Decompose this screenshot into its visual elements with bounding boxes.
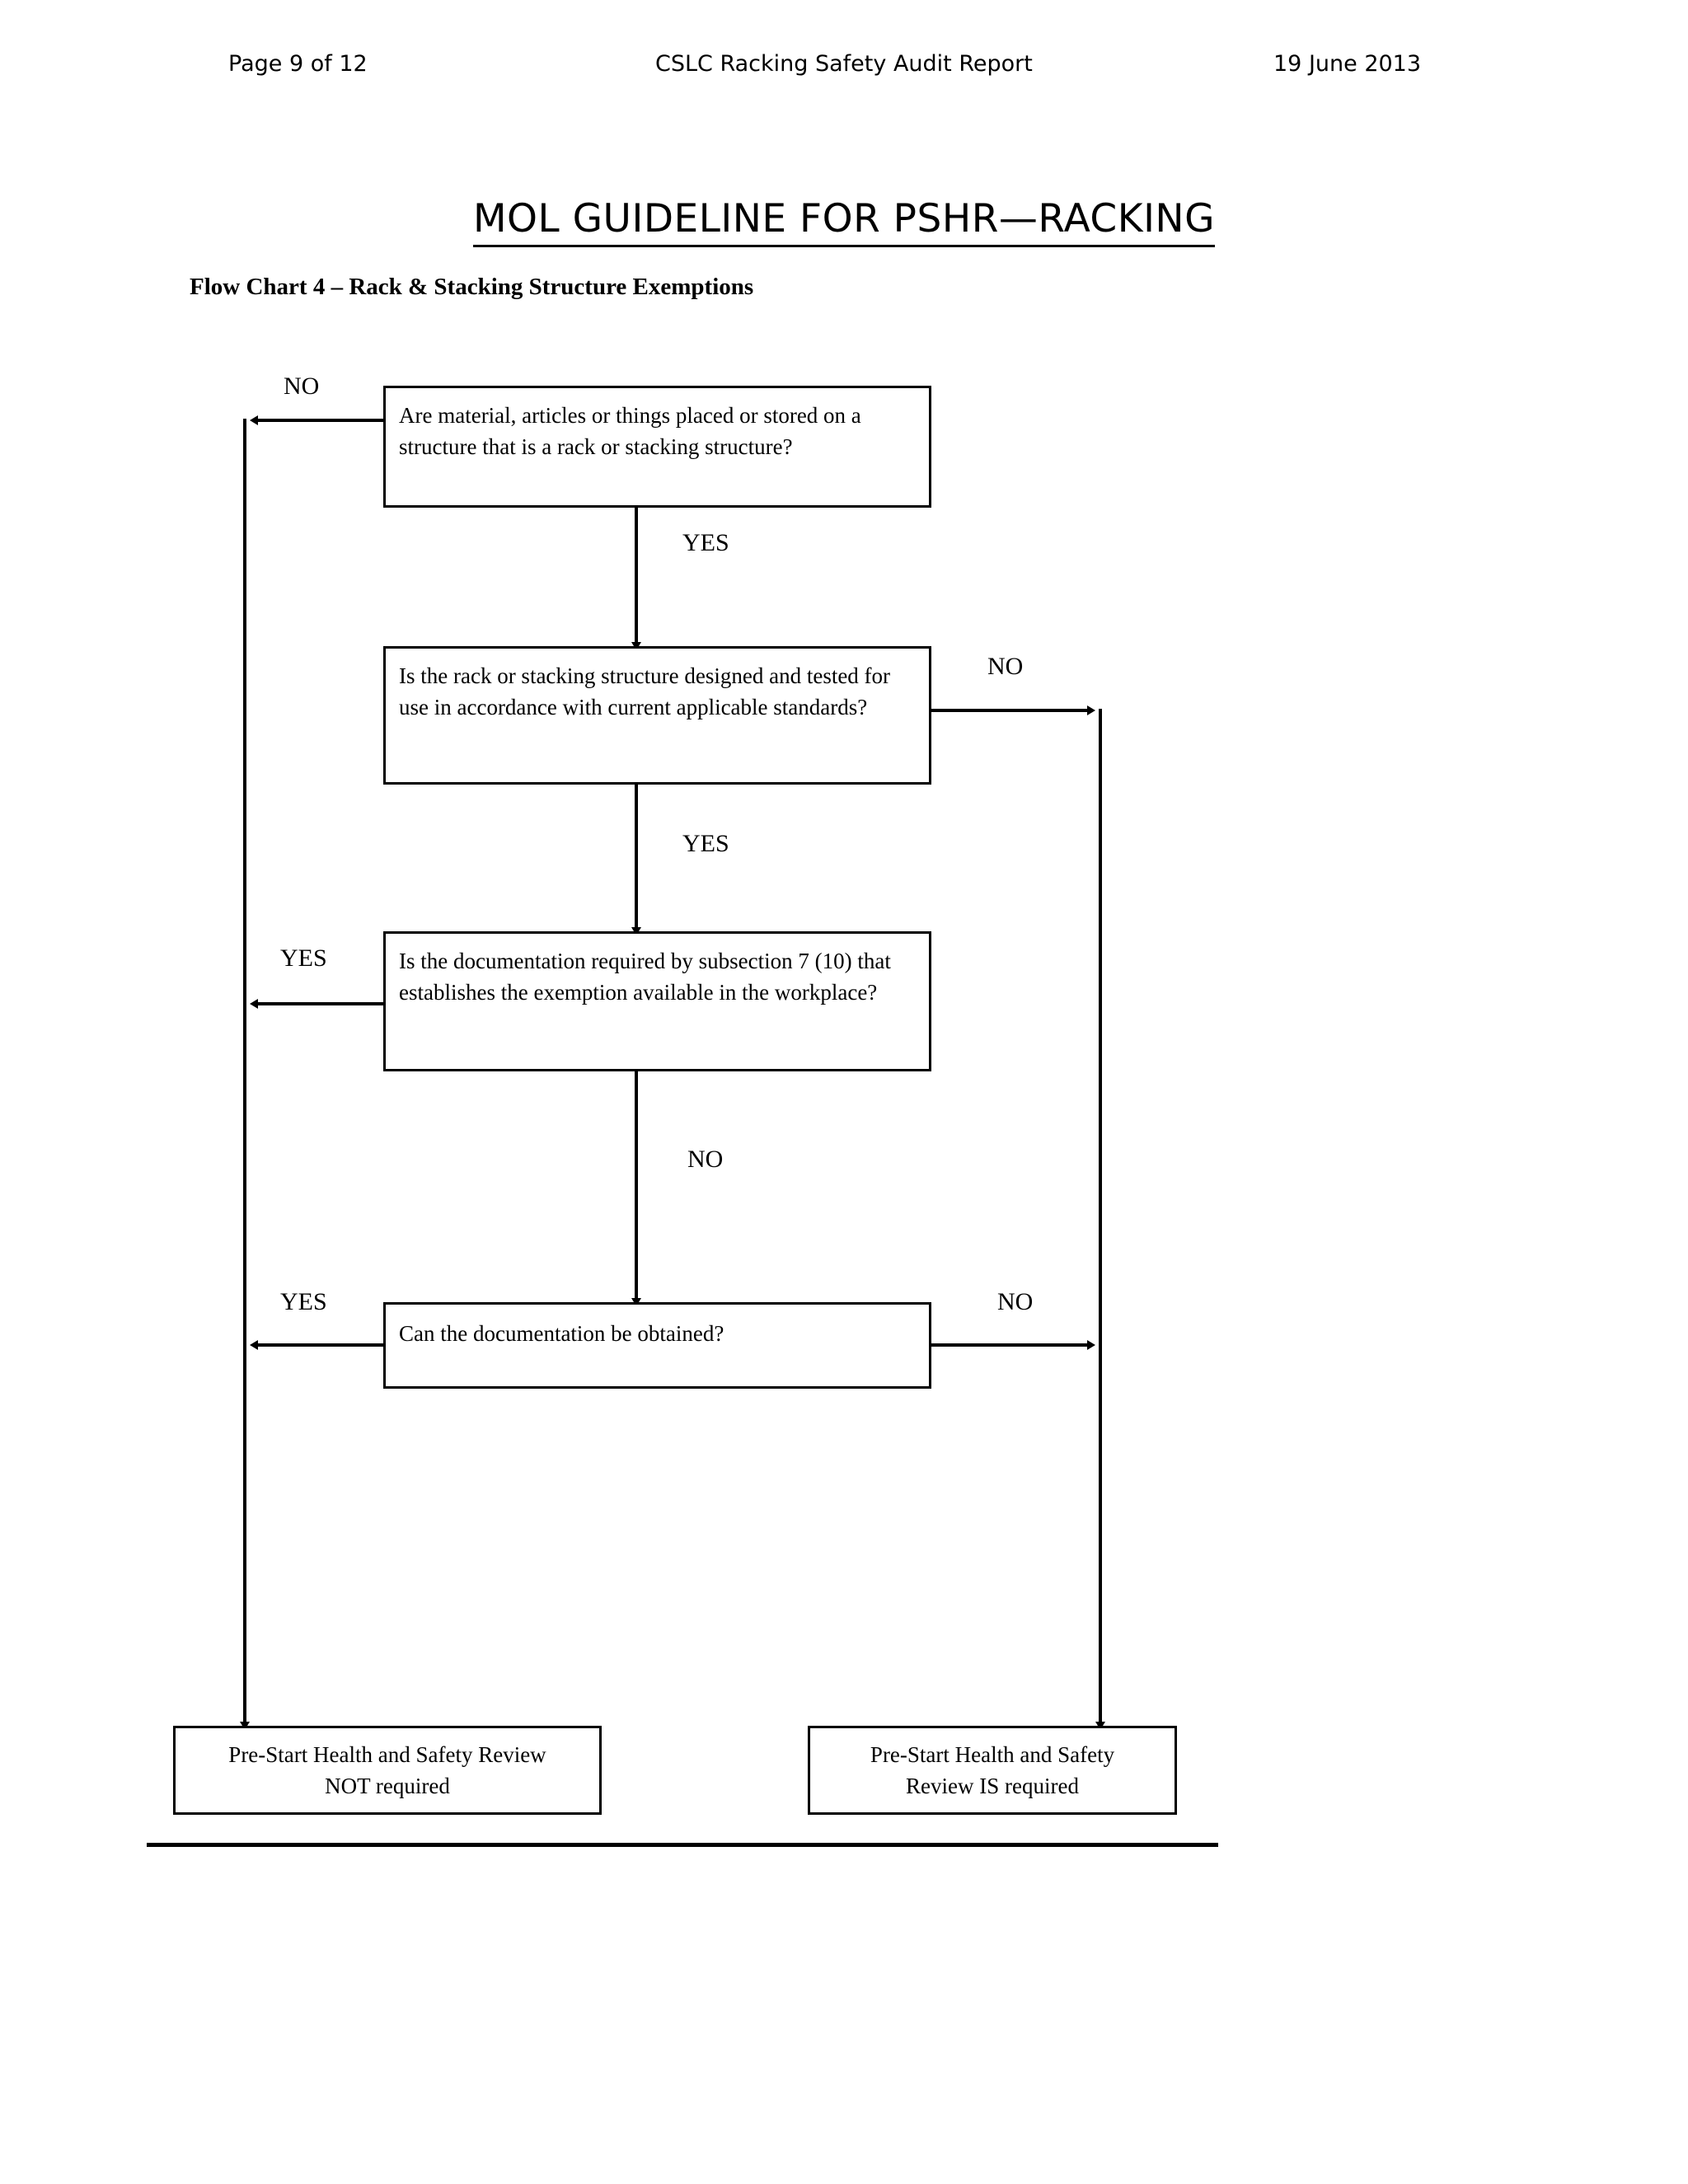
terminal-node-line2: NOT required bbox=[325, 1774, 450, 1798]
decision-node-material-stored[interactable]: Are material, articles or things placed … bbox=[383, 386, 931, 508]
page-title: MOL GUIDELINE FOR PSHR—RACKING bbox=[0, 196, 1688, 247]
report-date-label: 19 June 2013 bbox=[1273, 51, 1422, 77]
decision-node-documentation-available[interactable]: Is the documentation required by subsect… bbox=[383, 931, 931, 1071]
terminal-node-line1: Pre-Start Health and Safety Review bbox=[228, 1741, 546, 1767]
page-title-text: MOL GUIDELINE FOR PSHR—RACKING bbox=[472, 196, 1216, 247]
flowchart-subtitle: Flow Chart 4 – Rack & Stacking Structure… bbox=[190, 274, 754, 300]
decision-node-text: Is the documentation required by subsect… bbox=[399, 949, 891, 1005]
decision-node-text: Can the documentation be obtained? bbox=[399, 1321, 724, 1346]
decision-node-text: Is the rack or stacking structure design… bbox=[399, 663, 891, 720]
decision-node-documentation-obtainable[interactable]: Can the documentation be obtained? bbox=[383, 1302, 931, 1389]
terminal-node-pshr-not-required[interactable]: Pre-Start Health and Safety Review NOT r… bbox=[173, 1726, 602, 1815]
decision-node-text: Are material, articles or things placed … bbox=[399, 403, 861, 460]
page-number-label: Page 9 of 12 bbox=[228, 51, 368, 77]
decision-node-designed-tested[interactable]: Is the rack or stacking structure design… bbox=[383, 646, 931, 785]
terminal-node-pshr-is-required[interactable]: Pre-Start Health and Safety Review IS re… bbox=[808, 1726, 1177, 1815]
edge-label-q1-yes: YES bbox=[682, 529, 729, 556]
edge-label-q3-no: NO bbox=[687, 1146, 724, 1173]
page-header: Page 9 of 12 CSLC Racking Safety Audit R… bbox=[0, 51, 1688, 84]
footer-divider bbox=[147, 1843, 1218, 1847]
edge-label-q4-no: NO bbox=[997, 1288, 1034, 1315]
edge-label-q1-no: NO bbox=[284, 373, 320, 400]
edge-label-q2-no: NO bbox=[987, 653, 1024, 680]
terminal-node-line1: Pre-Start Health and Safety bbox=[870, 1741, 1115, 1767]
edge-label-q3-yes: YES bbox=[280, 944, 327, 972]
report-title-label: CSLC Racking Safety Audit Report bbox=[655, 51, 1033, 77]
edge-label-q2-yes: YES bbox=[682, 830, 729, 857]
edge-label-q4-yes: YES bbox=[280, 1288, 327, 1315]
terminal-node-line2: Review IS required bbox=[906, 1774, 1079, 1798]
